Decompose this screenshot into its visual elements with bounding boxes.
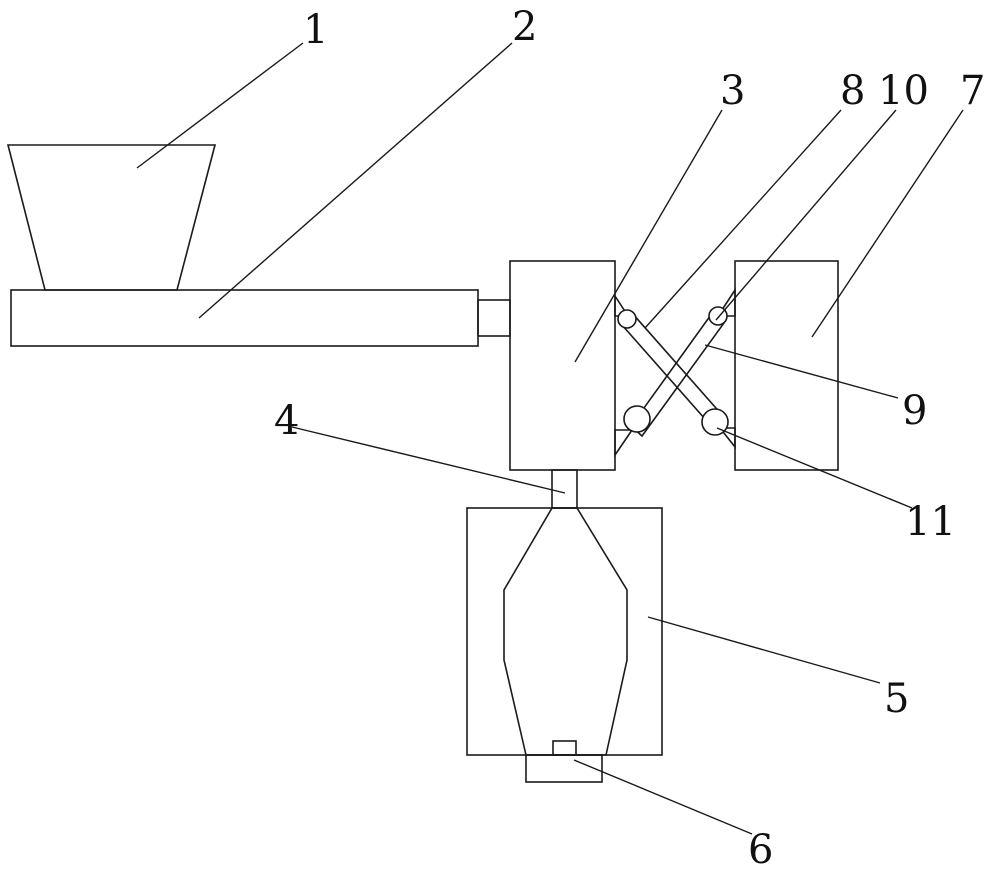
hopper <box>6 144 217 291</box>
left-lower-plate <box>614 429 634 458</box>
main-body-block <box>509 260 616 471</box>
leader-line-8 <box>644 109 842 329</box>
pivot-joint-top-left <box>617 309 637 329</box>
side-block <box>734 260 839 471</box>
label-10: 10 <box>878 68 929 114</box>
leader-line-5 <box>647 616 881 684</box>
leader-line-6 <box>573 759 753 835</box>
right-lower-plate <box>718 427 736 450</box>
inner-vessel <box>503 507 628 756</box>
label-6: 6 <box>748 827 773 870</box>
conveyor-coupling <box>477 299 511 337</box>
label-1: 1 <box>303 7 328 53</box>
conveyor-tube <box>10 289 479 347</box>
label-4: 4 <box>274 398 299 444</box>
leader-line-3 <box>574 109 723 363</box>
leader-line-1 <box>136 42 304 169</box>
bottom-outlet <box>525 754 603 783</box>
label-7: 7 <box>960 68 985 114</box>
lower-housing <box>466 507 663 756</box>
leader-line-2 <box>198 42 513 319</box>
label-8: 8 <box>840 68 865 114</box>
leader-line-4 <box>291 426 566 494</box>
connecting-pipe <box>551 469 578 509</box>
label-5: 5 <box>884 676 909 722</box>
leader-line-11 <box>716 427 913 509</box>
label-2: 2 <box>512 4 537 50</box>
pivot-joint-bottom-left <box>623 405 651 433</box>
discharge-valve <box>552 740 577 756</box>
pivot-joint-bottom-right <box>701 408 729 436</box>
leader-line-7 <box>811 109 964 338</box>
label-9: 9 <box>902 388 927 434</box>
leader-line-9 <box>704 344 899 399</box>
label-11: 11 <box>905 499 956 545</box>
leader-line-10 <box>715 109 897 321</box>
label-3: 3 <box>720 68 745 114</box>
